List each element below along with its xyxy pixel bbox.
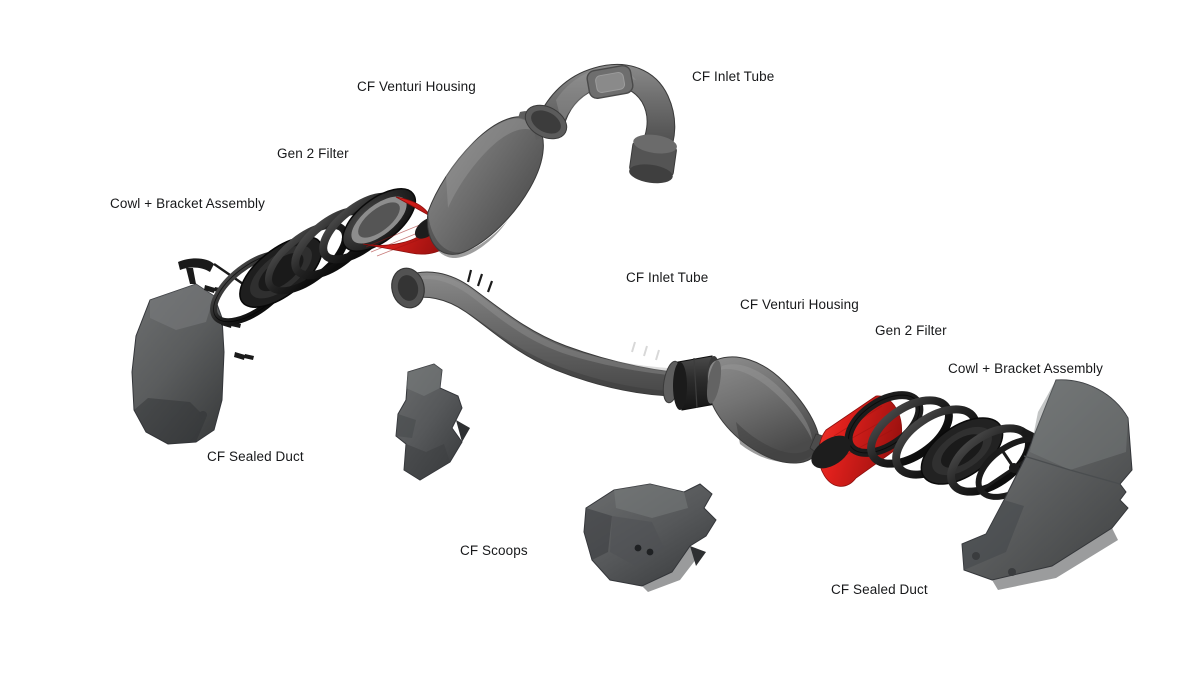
label-cowl-bracket-assembly-lower: Cowl + Bracket Assembly [948, 361, 1103, 376]
label-cf-inlet-tube-lower: CF Inlet Tube [626, 270, 709, 285]
label-cf-venturi-housing-lower: CF Venturi Housing [740, 297, 859, 312]
label-gen-2-filter-lower: Gen 2 Filter [875, 323, 947, 338]
label-cf-venturi-housing-upper: CF Venturi Housing [357, 79, 476, 94]
label-cf-scoops: CF Scoops [460, 543, 528, 558]
part-cf-sealed-duct-upper [131, 283, 225, 445]
part-cf-inlet-tube-upper [524, 64, 677, 184]
label-cf-sealed-duct-lower-left: CF Sealed Duct [207, 449, 304, 464]
label-cowl-bracket-assembly-upper: Cowl + Bracket Assembly [110, 196, 265, 211]
part-cf-venturi-housing-lower [706, 356, 845, 471]
part-cf-venturi-housing-upper [426, 111, 548, 259]
label-gen-2-filter-upper: Gen 2 Filter [277, 146, 349, 161]
part-cf-inlet-tube-lower [391, 267, 682, 404]
part-cf-sealed-duct-lower [961, 379, 1133, 590]
label-cf-sealed-duct-lower-right: CF Sealed Duct [831, 582, 928, 597]
part-cf-scoop-left [395, 363, 470, 481]
part-cf-scoop-right [583, 483, 717, 592]
label-cf-inlet-tube-upper: CF Inlet Tube [692, 69, 775, 84]
